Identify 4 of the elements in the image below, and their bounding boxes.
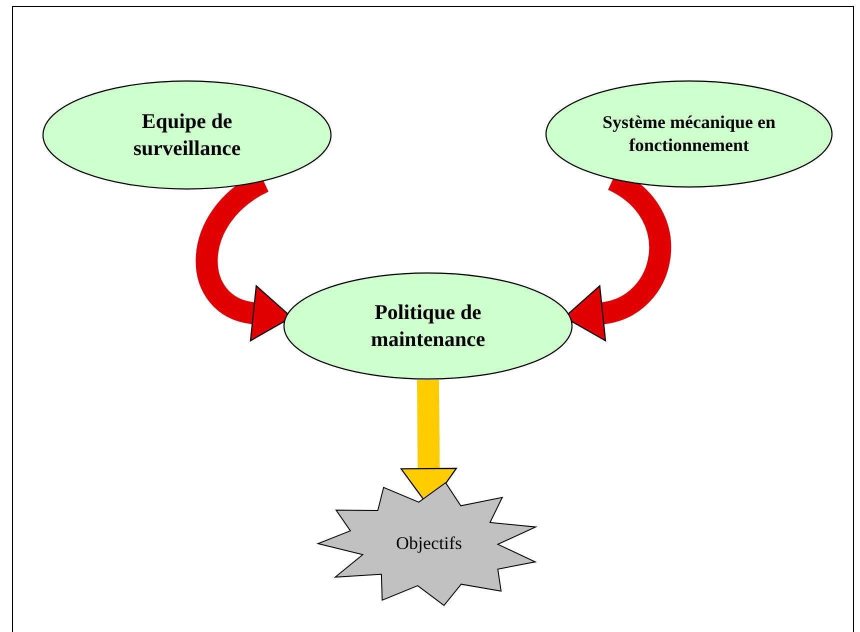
node-label: Politique de maintenance (370, 298, 486, 353)
node-label: Système mécanique en fonctionnement (602, 110, 776, 157)
node-label: Equipe de surveillance (132, 108, 242, 162)
node-label: Objectifs (396, 532, 462, 556)
